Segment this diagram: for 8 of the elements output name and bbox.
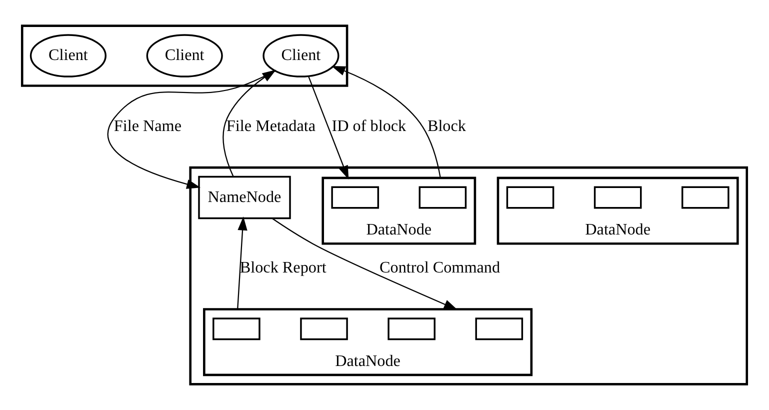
node-label: DataNode <box>585 222 651 239</box>
edge-label: File Metadata <box>226 118 316 135</box>
edge-label: File Name <box>114 118 182 135</box>
edge-label: Control Command <box>380 260 500 277</box>
edge-label: ID of block <box>332 118 406 135</box>
edge-label: Block <box>427 118 466 135</box>
node-label: DataNode <box>335 352 400 370</box>
node-label: DataNode <box>366 222 432 239</box>
